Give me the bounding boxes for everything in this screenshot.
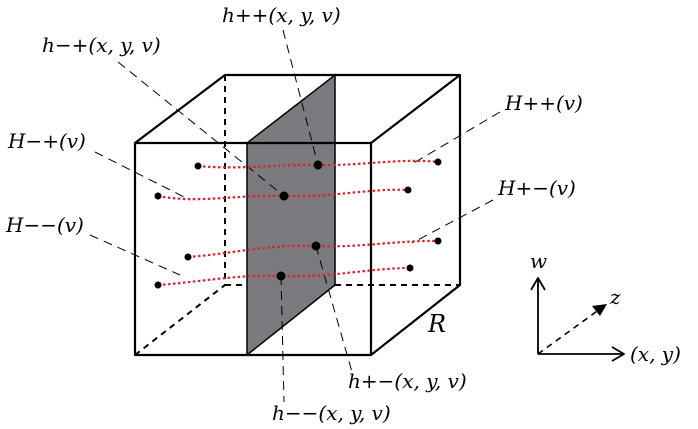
hidden-edge-left-bottom xyxy=(134,284,226,356)
axis-z-label: z xyxy=(609,285,621,309)
curve-mm xyxy=(157,266,411,287)
point-pp-mid xyxy=(313,160,323,170)
axes: w z (x, y) xyxy=(530,249,681,366)
leader-lines xyxy=(89,29,501,403)
label-h-pp: h++(x, y, v) xyxy=(222,3,341,27)
leader-H-pm xyxy=(411,199,494,244)
point-pp-start xyxy=(194,162,202,170)
curve-pm xyxy=(187,239,439,259)
point-pm-end xyxy=(434,237,442,245)
axis-z-arrowhead xyxy=(592,304,607,316)
leader-H-mm xyxy=(89,234,181,276)
leader-h-mp xyxy=(117,61,285,197)
label-H-pp: H++(v) xyxy=(504,91,583,115)
label-H-pm: H+−(v) xyxy=(497,176,576,200)
leader-h-pm xyxy=(315,245,353,373)
label-h-mm: h−−(x, y, v) xyxy=(272,401,391,425)
point-mp-end xyxy=(404,186,412,194)
cube-visible-edges xyxy=(133,73,462,357)
label-h-mp: h−+(x, y, v) xyxy=(42,33,161,57)
label-R: R xyxy=(427,310,446,338)
leader-H-mp xyxy=(94,151,191,201)
axis-z-line xyxy=(537,308,601,355)
leader-H-pp xyxy=(411,111,501,165)
cube-hidden-edges xyxy=(134,75,460,356)
axis-w-label: w xyxy=(530,249,547,273)
point-pp-end xyxy=(434,158,442,166)
label-H-mm: H−−(v) xyxy=(5,213,84,237)
cube-front-face xyxy=(133,141,373,357)
point-mm-end xyxy=(406,264,414,272)
label-H-mp: H−+(v) xyxy=(7,129,86,153)
axis-xy-arrowhead xyxy=(611,346,625,362)
point-pm-start xyxy=(184,253,192,261)
point-pm-mid xyxy=(311,241,321,251)
leader-h-mm xyxy=(280,275,285,403)
labels: h++(x, y, v) h−+(x, y, v) h+−(x, y, v) h… xyxy=(5,3,583,425)
leader-h-pp xyxy=(282,29,319,166)
cube-right-face xyxy=(370,75,462,356)
slice-plane xyxy=(246,73,336,357)
label-h-pm: h+−(x, y, v) xyxy=(348,369,467,393)
point-mp-start xyxy=(154,192,162,200)
points xyxy=(154,158,442,289)
axis-w-arrowhead xyxy=(530,277,546,291)
point-mm-mid xyxy=(276,271,286,281)
point-mm-start xyxy=(154,281,162,289)
point-mp-mid xyxy=(279,191,289,201)
axis-xy-label: (x, y) xyxy=(630,342,681,366)
cube-top-face xyxy=(134,73,462,144)
